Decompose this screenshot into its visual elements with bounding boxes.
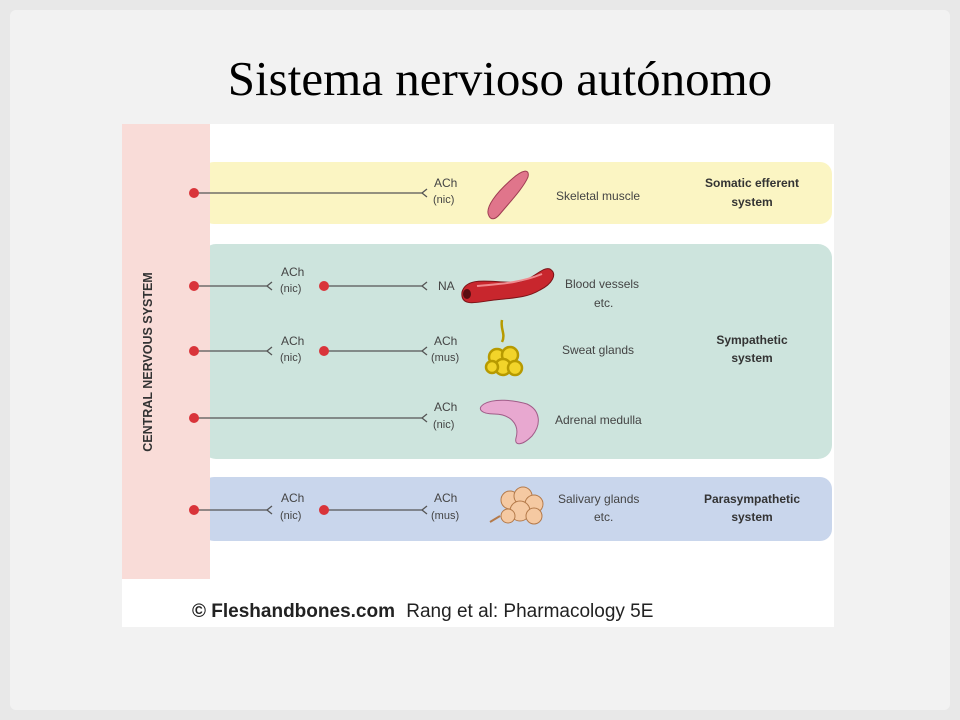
somatic-system-label-line1: Somatic efferent xyxy=(705,176,799,190)
sympathetic-system-label-line1: Sympathetic xyxy=(716,333,788,347)
target-transmitter: ACh xyxy=(434,176,457,190)
somatic-system-label-line2: system xyxy=(731,195,772,209)
pathway-adrenal-medulla: ACh (nic) Adrenal medulla xyxy=(189,399,642,445)
organ-label: Adrenal medulla xyxy=(555,413,642,427)
organ-label-line2: etc. xyxy=(594,510,613,524)
diagram-svg: CENTRAL NERVOUS SYSTEM ACh (nic) Skeleta… xyxy=(122,124,832,622)
ganglion-transmitter: ACh xyxy=(281,334,304,348)
credit-source: © Fleshandbones.com xyxy=(192,601,395,622)
pathway-blood-vessels: ACh (nic) NA Blood vessels etc. xyxy=(189,265,639,310)
postganglionic-neuron-dot xyxy=(319,346,329,356)
cns-label: CENTRAL NERVOUS SYSTEM xyxy=(141,272,155,451)
preganglionic-neuron-dot xyxy=(189,188,199,198)
organ-label-line2: etc. xyxy=(594,296,613,310)
target-receptor: (mus) xyxy=(431,352,459,364)
target-transmitter: ACh xyxy=(434,491,457,505)
salivary-gland-icon xyxy=(489,486,544,525)
blood-vessel-icon xyxy=(461,268,555,304)
target-transmitter: ACh xyxy=(434,400,457,414)
parasympathetic-system-label-line1: Parasympathetic xyxy=(704,492,800,506)
slide-title: Sistema nervioso autónomo xyxy=(227,51,773,106)
adrenal-medulla-icon xyxy=(479,399,539,445)
ganglion-transmitter: ACh xyxy=(281,265,304,279)
pathway-somatic: ACh (nic) Skeletal muscle xyxy=(189,170,640,220)
postganglionic-neuron-dot xyxy=(319,281,329,291)
organ-label-line1: Salivary glands xyxy=(558,492,639,506)
ganglion-receptor: (nic) xyxy=(280,510,301,522)
sweat-gland-icon xyxy=(484,319,524,377)
target-receptor: (mus) xyxy=(431,510,459,522)
credit-reference: Rang et al: Pharmacology 5E xyxy=(406,601,653,622)
preganglionic-neuron-dot xyxy=(189,413,199,423)
postganglionic-neuron-dot xyxy=(319,505,329,515)
autonomic-diagram: CENTRAL NERVOUS SYSTEM ACh (nic) Skeleta… xyxy=(122,124,834,627)
sympathetic-system-label-line2: system xyxy=(731,351,772,365)
target-transmitter: NA xyxy=(438,279,455,293)
ganglion-receptor: (nic) xyxy=(280,283,301,295)
parasympathetic-system-label-line2: system xyxy=(731,510,772,524)
ganglion-transmitter: ACh xyxy=(281,491,304,505)
preganglionic-neuron-dot xyxy=(189,505,199,515)
organ-label: Skeletal muscle xyxy=(556,189,640,203)
target-receptor: (nic) xyxy=(433,419,454,431)
skeletal-muscle-icon xyxy=(487,170,529,220)
ganglion-receptor: (nic) xyxy=(280,352,301,364)
pathway-sweat-glands: ACh (nic) ACh (mus) Sweat glands xyxy=(189,319,634,377)
pathway-salivary-glands: ACh (nic) ACh (mus) Salivary glands etc. xyxy=(189,486,639,525)
target-receptor: (nic) xyxy=(433,194,454,206)
target-transmitter: ACh xyxy=(434,334,457,348)
credit-line: © Fleshandbones.com Rang et al: Pharmaco… xyxy=(192,601,653,622)
preganglionic-neuron-dot xyxy=(189,346,199,356)
preganglionic-neuron-dot xyxy=(189,281,199,291)
organ-label: Sweat glands xyxy=(562,343,634,357)
organ-label-line1: Blood vessels xyxy=(565,277,639,291)
